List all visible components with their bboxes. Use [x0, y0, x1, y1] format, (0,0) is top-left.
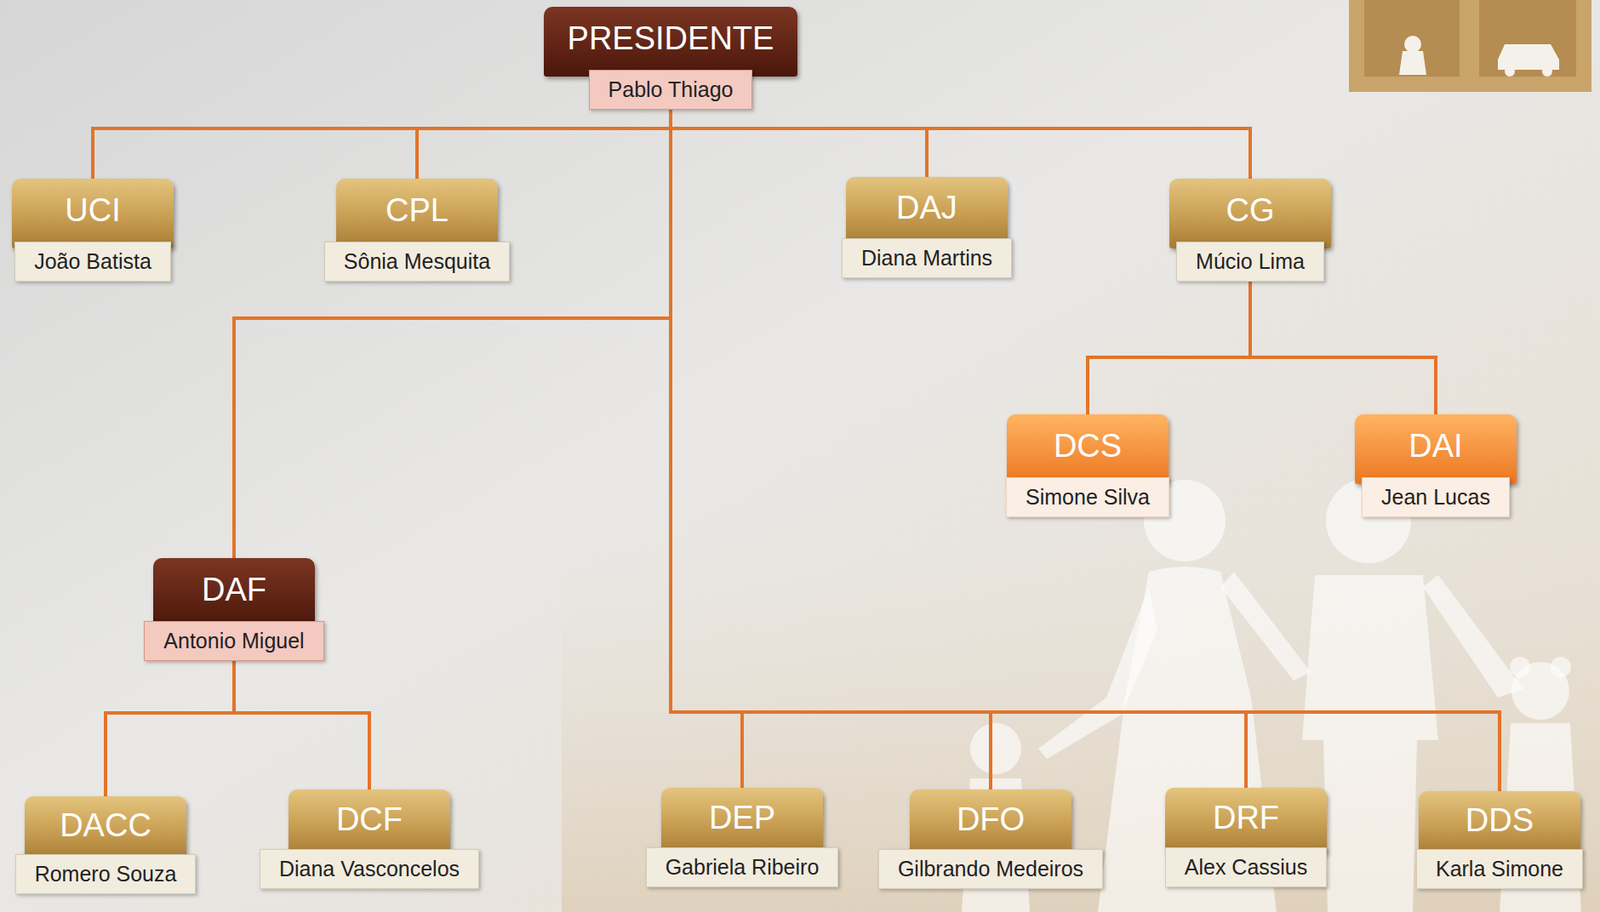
unit-acronym: DAJ — [845, 177, 1008, 246]
unit-acronym: DFO — [909, 789, 1072, 857]
org-connector — [105, 661, 235, 797]
unit-acronym: UCI — [11, 178, 174, 249]
org-unit: DAIJean Lucas — [1354, 414, 1517, 518]
org-unit: DAFAntonio Miguel — [143, 558, 324, 662]
person-name: Gabriela Ribeiro — [645, 847, 840, 888]
person-name: Pablo Thiago — [588, 69, 754, 110]
org-unit: DCSSimone Silva — [1005, 414, 1170, 518]
person-name: Diana Martins — [841, 238, 1012, 279]
person-name: Alex Cassius — [1165, 847, 1328, 888]
person-name: Simone Silva — [1005, 477, 1170, 518]
person-name: Diana Vasconcelos — [259, 849, 480, 890]
unit-acronym: DRF — [1165, 788, 1327, 855]
person-name: João Batista — [14, 241, 172, 282]
org-connector — [670, 109, 743, 789]
person-name: Romero Souza — [15, 854, 197, 895]
org-connector — [670, 109, 927, 178]
person-name: Antonio Miguel — [143, 621, 324, 662]
person-name: Sônia Mesquita — [324, 241, 510, 282]
org-unit: DAJDiana Martins — [841, 177, 1012, 279]
floor-shade — [561, 544, 1600, 912]
org-unit: DACCRomero Souza — [15, 796, 197, 895]
org-unit: DCFDiana Vasconcelos — [259, 789, 480, 890]
person-name: Gilbrando Medeiros — [878, 849, 1103, 890]
org-unit: PRESIDENTEPablo Thiago — [543, 6, 798, 110]
unit-acronym: DCF — [288, 789, 451, 857]
org-unit: DFOGilbrando Medeiros — [878, 789, 1103, 890]
org-connector — [1087, 281, 1251, 415]
org-connector — [234, 661, 370, 790]
unit-acronym: DAF — [153, 558, 315, 629]
org-unit: CPLSônia Mesquita — [324, 178, 510, 282]
unit-acronym: CG — [1169, 178, 1332, 249]
org-unit: DEPGabriela Ribeiro — [645, 788, 840, 888]
org-connector — [1250, 281, 1436, 415]
org-unit: UCIJoão Batista — [11, 178, 174, 282]
org-connector — [417, 109, 671, 179]
person-name: Karla Simone — [1416, 849, 1583, 890]
org-unit: CGMúcio Lima — [1169, 178, 1332, 282]
org-unit: DDSKarla Simone — [1416, 791, 1583, 890]
org-connector — [234, 109, 671, 559]
unit-acronym: DACC — [24, 796, 187, 862]
unit-acronym: DAI — [1354, 414, 1517, 485]
unit-acronym: DCS — [1006, 414, 1169, 485]
unit-acronym: DDS — [1418, 791, 1581, 857]
org-connector — [670, 109, 1246, 789]
org-connector — [92, 109, 671, 179]
org-unit: DRFAlex Cassius — [1165, 788, 1328, 888]
shelf-icon — [1348, 0, 1592, 92]
unit-acronym: DEP — [661, 788, 823, 855]
unit-acronym: CPL — [336, 178, 498, 249]
org-connector — [670, 109, 1251, 179]
unit-acronym: PRESIDENTE — [543, 6, 798, 77]
person-name: Jean Lucas — [1361, 477, 1510, 518]
person-name: Múcio Lima — [1176, 241, 1325, 282]
